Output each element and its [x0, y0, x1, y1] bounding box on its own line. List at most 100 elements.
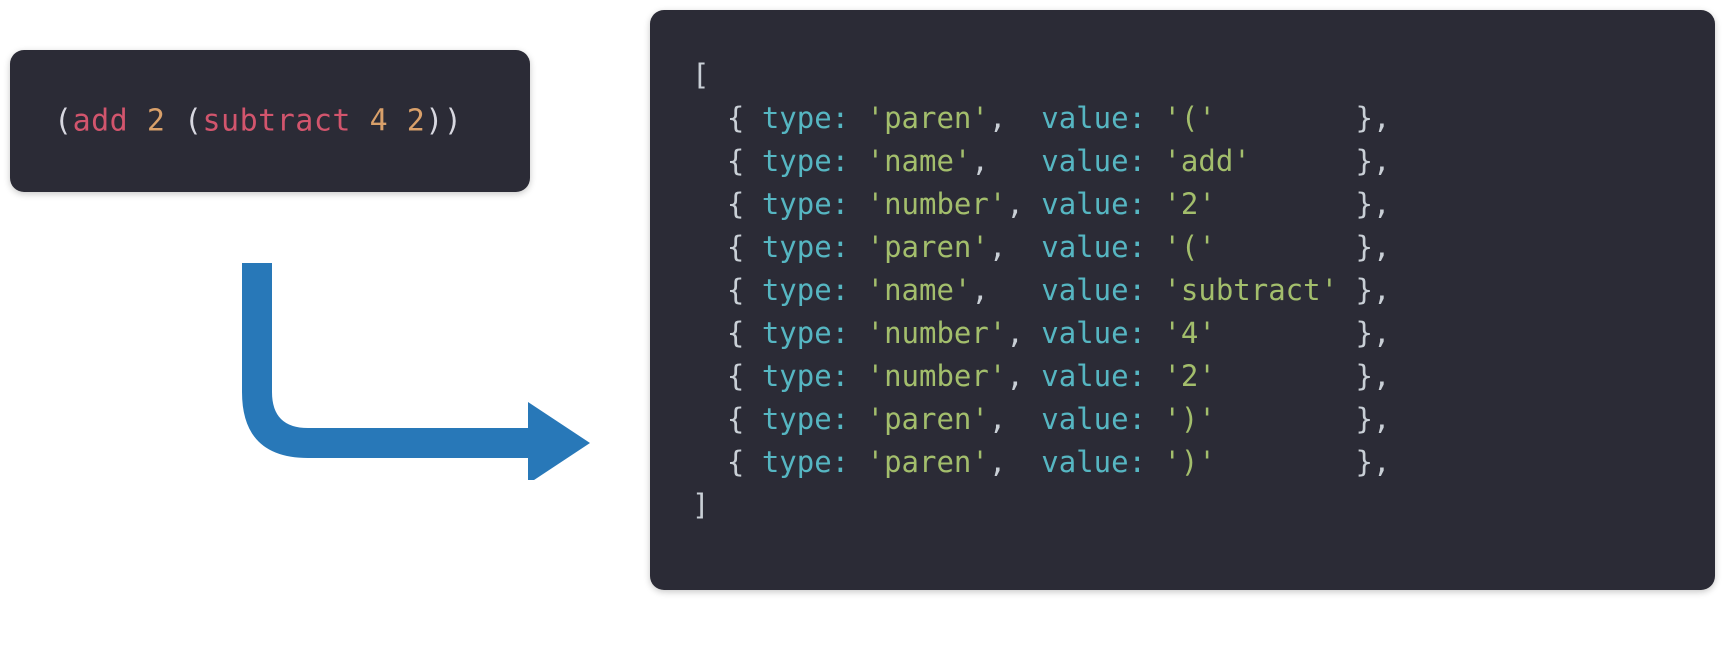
token-row: { type: 'paren', value: ')' },	[692, 441, 1391, 484]
close-bracket: ]	[692, 488, 710, 522]
sp	[1146, 187, 1163, 221]
type-comma: ,	[971, 144, 1042, 178]
sp	[1146, 230, 1163, 264]
row-close-brace: },	[1355, 359, 1391, 393]
sp	[849, 230, 866, 264]
key-type: type:	[761, 316, 850, 350]
flow-arrow-icon	[242, 263, 590, 480]
token-value-value: '2'	[1163, 359, 1216, 393]
value-pad	[1216, 187, 1356, 221]
token-type-value: 'number'	[866, 316, 1007, 350]
row-indent	[692, 187, 727, 221]
row-open-brace: {	[726, 230, 762, 264]
source-token-plain	[165, 104, 184, 139]
row-close-brace: },	[1355, 273, 1391, 307]
key-value: value:	[1041, 187, 1146, 221]
row-indent	[692, 402, 727, 436]
row-open-brace: {	[726, 402, 762, 436]
token-type-value: 'number'	[866, 359, 1007, 393]
source-token-number: 2	[146, 103, 166, 139]
sp	[1146, 273, 1163, 307]
key-value: value:	[1041, 316, 1146, 350]
token-row: { type: 'paren', value: '(' },	[692, 226, 1391, 269]
key-type: type:	[761, 144, 850, 178]
token-value-value: ')'	[1163, 445, 1216, 479]
source-token-plain	[351, 104, 370, 139]
sp	[849, 359, 866, 393]
token-type-value: 'name'	[866, 273, 972, 307]
key-value: value:	[1041, 101, 1146, 135]
token-row: { type: 'name', value: 'subtract' },	[692, 269, 1391, 312]
token-type-value: 'paren'	[866, 230, 989, 264]
sp	[1146, 316, 1163, 350]
key-value: value:	[1041, 230, 1146, 264]
row-indent	[692, 359, 727, 393]
value-pad	[1251, 144, 1356, 178]
value-pad	[1338, 273, 1355, 307]
row-open-brace: {	[726, 144, 762, 178]
source-token-paren: )	[425, 103, 444, 139]
tokens-close-bracket-line: ]	[692, 484, 1390, 527]
tokens-output-card: [ { type: 'paren', value: '(' }, { type:…	[650, 10, 1715, 590]
source-token-number: 4	[369, 103, 389, 139]
row-open-brace: {	[726, 316, 762, 350]
token-row: { type: 'name', value: 'add' },	[692, 140, 1391, 183]
type-comma: ,	[988, 230, 1042, 264]
type-comma: ,	[1006, 187, 1042, 221]
source-token-paren: (	[183, 103, 203, 139]
row-indent	[692, 230, 727, 264]
row-indent	[692, 445, 727, 479]
key-type: type:	[761, 101, 850, 135]
row-close-brace: },	[1355, 144, 1391, 178]
row-open-brace: {	[726, 101, 762, 135]
row-close-brace: },	[1355, 230, 1391, 264]
token-value-value: '2'	[1163, 187, 1216, 221]
row-close-brace: },	[1355, 445, 1391, 479]
tokens-code-listing: [ { type: 'paren', value: '(' }, { type:…	[692, 54, 1390, 527]
token-value-value: 'add'	[1163, 144, 1251, 178]
type-comma: ,	[1006, 359, 1042, 393]
sp	[849, 273, 866, 307]
source-code-text: (add 2 (subtract 4 2))	[54, 105, 462, 138]
token-row: { type: 'number', value: '2' },	[692, 183, 1391, 226]
open-bracket: [	[692, 58, 710, 92]
sp	[849, 144, 866, 178]
type-comma: ,	[988, 445, 1042, 479]
value-pad	[1216, 101, 1356, 135]
row-open-brace: {	[726, 445, 762, 479]
token-value-value: '('	[1163, 101, 1216, 135]
row-indent	[692, 316, 727, 350]
key-type: type:	[761, 445, 850, 479]
key-type: type:	[761, 230, 850, 264]
source-token-paren: (	[54, 103, 73, 139]
value-pad	[1216, 230, 1356, 264]
type-comma: ,	[1006, 316, 1042, 350]
token-type-value: 'name'	[866, 144, 972, 178]
source-token-name: add	[72, 103, 129, 139]
source-token-paren: )	[443, 103, 463, 139]
key-value: value:	[1041, 144, 1146, 178]
type-comma: ,	[988, 101, 1042, 135]
type-comma: ,	[971, 273, 1042, 307]
sp	[1146, 359, 1163, 393]
sp	[1146, 445, 1163, 479]
value-pad	[1216, 359, 1356, 393]
row-open-brace: {	[726, 273, 762, 307]
row-close-brace: },	[1355, 187, 1391, 221]
token-value-value: '('	[1163, 230, 1216, 264]
row-indent	[692, 101, 727, 135]
key-type: type:	[761, 359, 850, 393]
token-type-value: 'number'	[866, 187, 1007, 221]
token-value-value: ')'	[1163, 402, 1216, 436]
key-type: type:	[761, 402, 850, 436]
key-value: value:	[1041, 273, 1146, 307]
sp	[1146, 144, 1163, 178]
sp	[849, 402, 866, 436]
sp	[849, 101, 866, 135]
token-row: { type: 'number', value: '4' },	[692, 312, 1391, 355]
row-close-brace: },	[1355, 316, 1391, 350]
value-pad	[1216, 402, 1356, 436]
sp	[1146, 101, 1163, 135]
sp	[849, 187, 866, 221]
